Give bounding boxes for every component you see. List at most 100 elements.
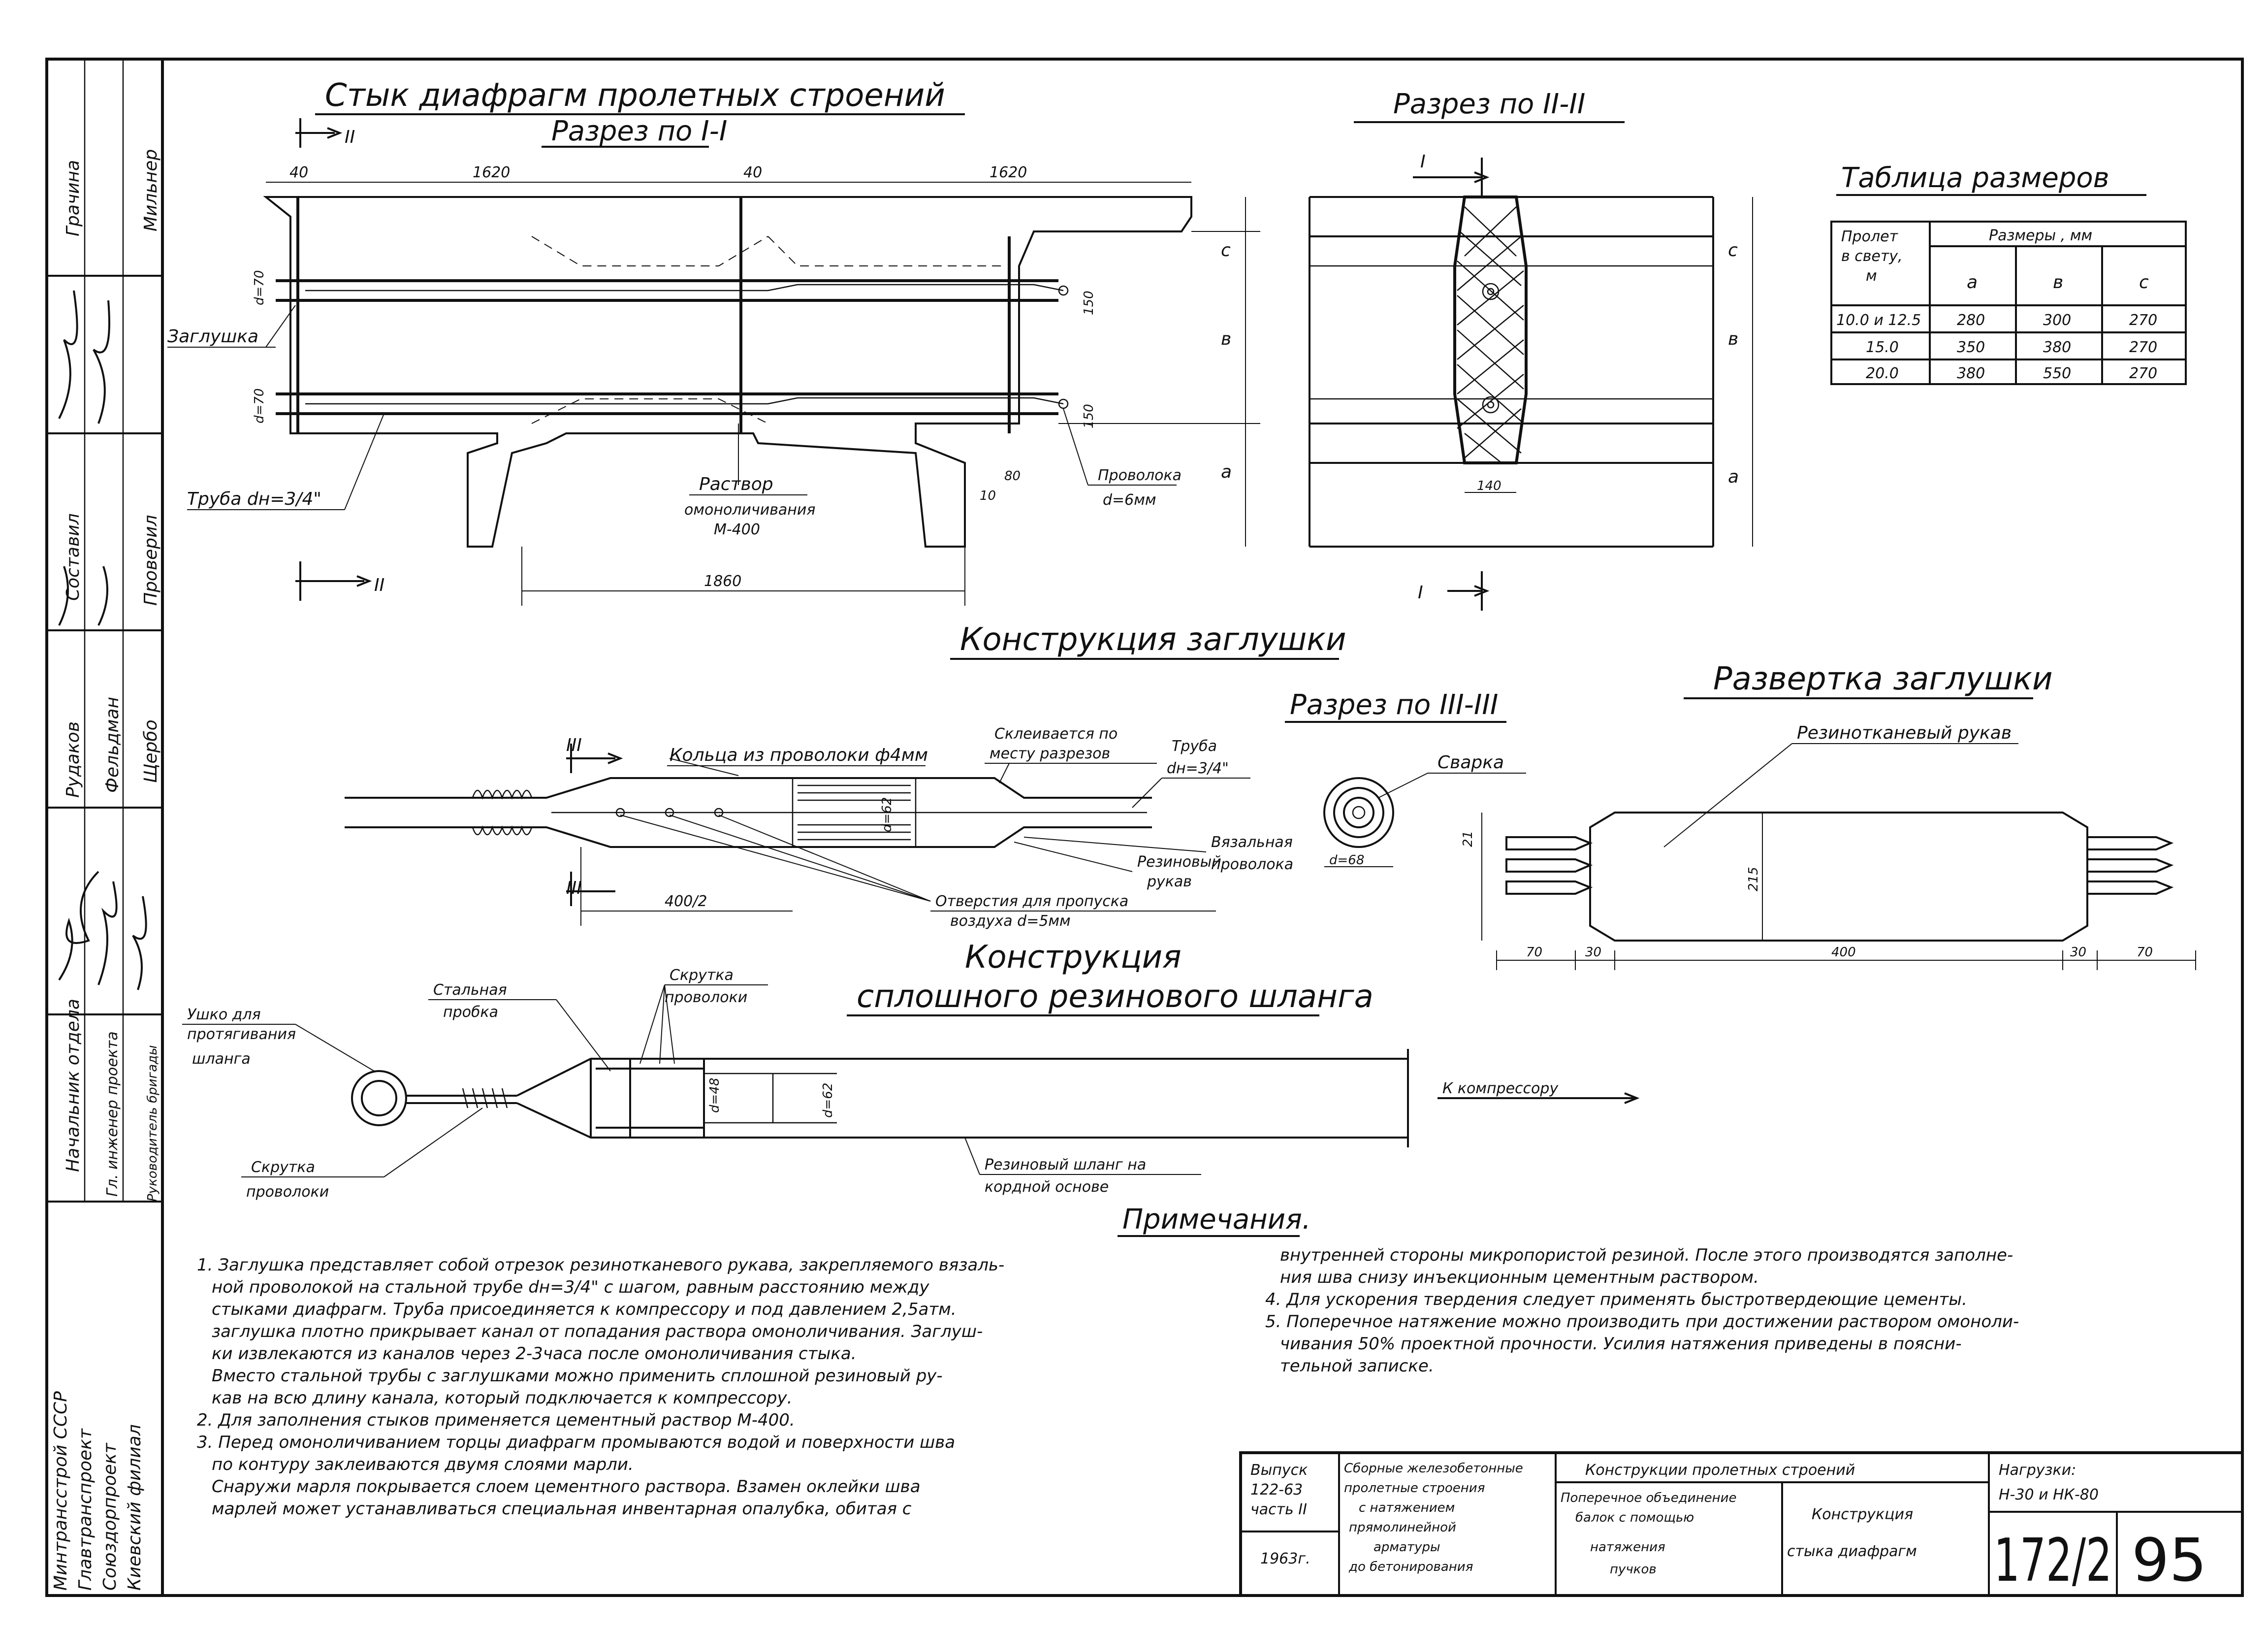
unfold-title: Развертка заглушки <box>1713 661 2053 697</box>
note-right-5: тельной записке. <box>1280 1356 1434 1376</box>
row1-a: 280 <box>1957 312 1985 329</box>
role-compiled: Составил <box>63 513 83 601</box>
dim-h48: d=48 <box>707 1078 722 1113</box>
main-title: Стык диафрагм пролетных строений <box>325 77 945 114</box>
org-kiev: Киевский филиал <box>125 1424 145 1591</box>
section-2-drawing: I 140 с в а I <box>1309 152 1753 611</box>
label-rastvor-2: омоноличивания <box>684 501 815 519</box>
size-table-title: Таблица размеров <box>1841 162 2109 194</box>
row1-b: 300 <box>2043 312 2071 329</box>
hose-title-2: сплошного резинового шланга <box>857 978 1374 1015</box>
role-chief-eng: Гл. инженер проекта <box>104 1031 121 1197</box>
stamp-number: 172/2 <box>1994 1527 2112 1595</box>
role-head: Начальник отдела <box>63 999 83 1172</box>
role-brigade: Руководитель бригады <box>145 1045 160 1202</box>
dim-c: с <box>1221 240 1231 261</box>
note-right-1: ния шва снизу инъекционным цементным рас… <box>1280 1268 1759 1287</box>
hose-title-1: Конструкция <box>965 939 1182 976</box>
dim-u30b: 30 <box>2070 945 2086 960</box>
note-left-9: по контуру заклеиваются двумя слоями мар… <box>212 1455 634 1474</box>
stamp-year: 1963г. <box>1260 1550 1310 1567</box>
mark-iii-bottom: III <box>566 878 582 898</box>
section-1-title: Разрез по I-I <box>551 115 727 147</box>
note-left-11: марлей может устанавливаться специальная… <box>212 1499 912 1519</box>
dim-40b: 40 <box>743 164 762 181</box>
dim-10: 10 <box>980 489 996 503</box>
hose-drawing: d=48 d=62 <box>351 1049 1640 1147</box>
note-right-4: чивания 50% проектной прочности. Усилия … <box>1280 1334 1962 1354</box>
dim-u70a: 70 <box>1526 945 1542 960</box>
stamp-subtitle-0: Поперечное объединение <box>1561 1491 1737 1505</box>
section-3-title: Разрез по III-III <box>1290 689 1498 721</box>
mark-i-top: I <box>1420 152 1426 172</box>
note-right-2: 4. Для ускорения твердения следует приме… <box>1265 1290 1967 1309</box>
stamp-drawing-0: Конструкция <box>1812 1506 1913 1523</box>
dim-215: 215 <box>1746 867 1761 891</box>
label-skrutka-2: проволоки <box>246 1183 329 1201</box>
outer-frame <box>45 58 2244 1597</box>
dim-h62: d=62 <box>821 1083 835 1118</box>
label-vyazalnaya-1: Вязальная <box>1211 834 1293 851</box>
plug-drawing: III d=62 400/2 III d=68 <box>345 735 1394 926</box>
col-a: а <box>1967 272 1978 293</box>
col-group: Размеры , мм <box>1989 227 2092 244</box>
dim2-b: в <box>1728 329 1738 349</box>
row1-span: 10.0 и 12.5 <box>1836 312 1921 329</box>
label-kolca: Кольца из проволоки ф4мм <box>670 745 928 765</box>
row3-a: 380 <box>1957 365 1985 382</box>
row2-c: 270 <box>2129 339 2157 356</box>
label-skrutka-1: Скрутка <box>251 1159 315 1176</box>
col-span-3: м <box>1866 267 1877 285</box>
label-rezinovyi-1: Резиновый <box>1137 853 1221 871</box>
name-feldman: Фельдман <box>102 697 123 793</box>
note-left-1: ной проволокой на стальной трубе dн=3/4"… <box>212 1277 929 1297</box>
notes-heading: Примечания. <box>1122 1204 1311 1236</box>
row2-a: 350 <box>1957 339 1985 356</box>
stamp-desc-0: Сборные железобетонные <box>1344 1461 1523 1476</box>
label-stalnaya-1: Стальная <box>433 981 507 999</box>
note-left-5: Вместо стальной трубы с заглушками можно… <box>212 1366 943 1386</box>
note-right-3: 5. Поперечное натяжение можно производит… <box>1265 1312 2019 1332</box>
signature-row3 <box>58 566 108 626</box>
dim-b: в <box>1221 329 1231 349</box>
row3-b: 550 <box>2043 365 2071 382</box>
label-stalnaya-2: пробка <box>443 1004 498 1021</box>
col-b: в <box>2053 272 2063 293</box>
label-svarka: Сварка <box>1437 752 1504 773</box>
name-grachina: Грачина <box>63 160 83 236</box>
dim-1620a: 1620 <box>473 164 510 181</box>
dim-1620b: 1620 <box>990 164 1027 181</box>
mark-ii-top: II <box>345 127 355 147</box>
dim-150a: 150 <box>1082 291 1096 315</box>
note-left-8: 3. Перед омоноличиванием торцы диафрагм … <box>197 1433 955 1452</box>
label-skrutka2-2: проволоки <box>665 989 747 1006</box>
stamp-section-title: Конструкции пролетных строений <box>1585 1462 1855 1479</box>
signature-row2 <box>58 290 110 424</box>
stamp-subtitle-1: балок с помощью <box>1575 1510 1694 1525</box>
dim-40a: 40 <box>289 164 308 181</box>
org-gtp: Главтранспроект <box>75 1428 96 1591</box>
label-vyazalnaya-2: проволока <box>1211 856 1293 873</box>
dim-u400: 400 <box>1831 945 1856 960</box>
label-shlang-1: Резиновый шланг на <box>985 1156 1146 1173</box>
note-left-0: 1. Заглушка представляет собой отрезок р… <box>197 1255 1004 1275</box>
dim-80: 80 <box>1004 469 1021 484</box>
label-otverstiya-1: Отверстия для пропуска <box>935 893 1128 910</box>
stamp-loads-0: Нагрузки: <box>1999 1462 2076 1479</box>
stamp-desc-2: с натяжением <box>1359 1500 1455 1515</box>
row1-c: 270 <box>2129 312 2157 329</box>
dim-d70a: d=70 <box>252 270 267 305</box>
stamp-vypusk-0: Выпуск <box>1250 1462 1308 1479</box>
dim-a: а <box>1221 462 1232 482</box>
label-truba2-1: Труба <box>1172 738 1217 755</box>
name-rudakov: Рудаков <box>63 721 83 798</box>
label-truba: Труба dн=3/4" <box>187 489 321 509</box>
label-shlang-2: кордной основе <box>985 1178 1109 1196</box>
label-otverstiya-2: воздуха d=5мм <box>950 912 1071 930</box>
stamp-desc-5: до бетонирования <box>1348 1560 1473 1574</box>
notes-left: 1. Заглушка представляет собой отрезок р… <box>197 1255 1004 1519</box>
size-table: Пролет в свету, м Размеры , мм а в с 10.… <box>1830 221 2187 385</box>
stamp-loads-1: Н-30 и НК-80 <box>1999 1486 2099 1503</box>
note-right-0: внутренней стороны микропористой резиной… <box>1280 1245 2013 1265</box>
